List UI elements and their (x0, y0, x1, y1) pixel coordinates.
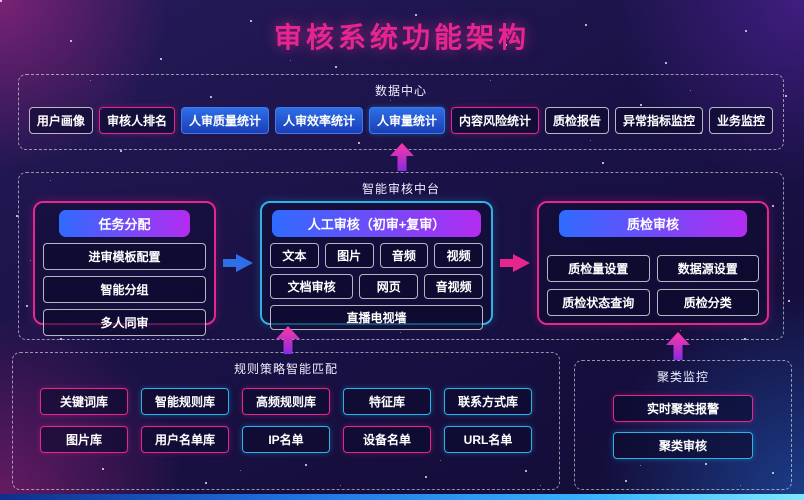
middle-platform-panels: 任务分配 进审模板配置 智能分组 多人同审 人工审核（初审+复审） 文本 图片 … (19, 201, 783, 336)
rules-item: 设备名单 (343, 426, 431, 453)
quality-check-panel: 质检审核 质检量设置 数据源设置 质检状态查询 质检分类 (537, 201, 769, 325)
rules-label: 规则策略智能匹配 (233, 362, 338, 376)
data-center-row: 用户画像 审核人排名 人审质量统计 人审效率统计 人审量统计 内容风险统计 质检… (19, 107, 783, 134)
review-item: 音频 (379, 243, 429, 268)
qc-item: 质检状态查询 (547, 289, 650, 316)
up-arrow-icon (666, 332, 690, 360)
manual-review-row-3: 直播电视墙 (270, 305, 483, 330)
manual-review-row-2: 文档审核 网页 音视频 (270, 274, 483, 299)
data-center-item: 人审效率统计 (274, 107, 363, 134)
right-arrow-pink-icon (500, 254, 530, 272)
up-arrow-icon (276, 326, 300, 354)
data-center-item: 质检报告 (545, 107, 610, 134)
clustering-section: 聚类监控 实时聚类报警 聚类审核 (574, 360, 792, 490)
rules-item: 高频规则库 (242, 388, 330, 415)
rules-item: 特征库 (343, 388, 431, 415)
quality-check-header: 质检审核 (559, 210, 747, 237)
task-item: 多人同审 (43, 309, 206, 336)
rules-item: 智能规则库 (141, 388, 229, 415)
rules-item: 关键词库 (40, 388, 128, 415)
middle-platform-section: 智能审核中台 任务分配 进审模板配置 智能分组 多人同审 人工审核（初审+复审）… (18, 172, 784, 340)
qc-item: 质检量设置 (547, 255, 650, 282)
task-assignment-items: 进审模板配置 智能分组 多人同审 (43, 243, 206, 336)
rules-row-2: 图片库 用户名单库 IP名单 设备名单 URL名单 (13, 426, 559, 453)
clustering-item: 实时聚类报警 (613, 395, 753, 422)
rules-item: IP名单 (242, 426, 330, 453)
manual-review-header: 人工审核（初审+复审） (272, 210, 481, 237)
rules-item: 用户名单库 (141, 426, 229, 453)
data-center-item: 内容风险统计 (451, 107, 540, 134)
review-item: 视频 (434, 243, 483, 268)
review-item: 图片 (324, 243, 374, 268)
rules-item: URL名单 (444, 426, 532, 453)
up-arrow-icon (390, 143, 414, 171)
task-assignment-header: 任务分配 (59, 210, 190, 237)
data-center-section: 数据中心 用户画像 审核人排名 人审质量统计 人审效率统计 人审量统计 内容风险… (18, 74, 784, 150)
clustering-item: 聚类审核 (613, 432, 753, 459)
review-item: 音视频 (424, 274, 483, 299)
review-item: 直播电视墙 (270, 305, 483, 330)
data-center-item: 人审量统计 (368, 107, 445, 134)
task-assignment-panel: 任务分配 进审模板配置 智能分组 多人同审 (33, 201, 216, 336)
review-item: 文本 (270, 243, 319, 268)
data-center-item: 审核人排名 (98, 107, 175, 134)
bottom-accent-bar (0, 494, 804, 500)
task-item: 智能分组 (43, 276, 206, 303)
review-item: 文档审核 (270, 274, 354, 299)
rules-row-1: 关键词库 智能规则库 高频规则库 特征库 联系方式库 (13, 388, 559, 415)
rules-section: 规则策略智能匹配 关键词库 智能规则库 高频规则库 特征库 联系方式库 图片库 … (12, 352, 560, 490)
rules-item: 联系方式库 (444, 388, 532, 415)
qc-item: 质检分类 (656, 289, 759, 316)
clustering-label: 聚类监控 (656, 370, 709, 384)
right-arrow-blue-icon (223, 254, 253, 272)
data-center-item: 业务监控 (709, 107, 774, 134)
data-center-item: 用户画像 (28, 107, 93, 134)
review-item: 网页 (359, 274, 419, 299)
data-center-label: 数据中心 (374, 84, 427, 98)
qc-item: 数据源设置 (656, 255, 759, 282)
manual-review-panel: 人工审核（初审+复审） 文本 图片 音频 视频 文档审核 网页 音视频 直播电视… (260, 201, 493, 330)
clustering-items: 实时聚类报警 聚类审核 (575, 395, 791, 459)
data-center-item: 异常指标监控 (615, 107, 704, 134)
data-center-item: 人审质量统计 (180, 107, 269, 134)
middle-platform-label: 智能审核中台 (361, 182, 440, 196)
quality-check-items: 质检量设置 数据源设置 质检状态查询 质检分类 (547, 255, 759, 316)
task-item: 进审模板配置 (43, 243, 206, 270)
page-title: 审核系统功能架构 (273, 22, 530, 53)
rules-item: 图片库 (40, 426, 128, 453)
manual-review-row-1: 文本 图片 音频 视频 (270, 243, 483, 268)
